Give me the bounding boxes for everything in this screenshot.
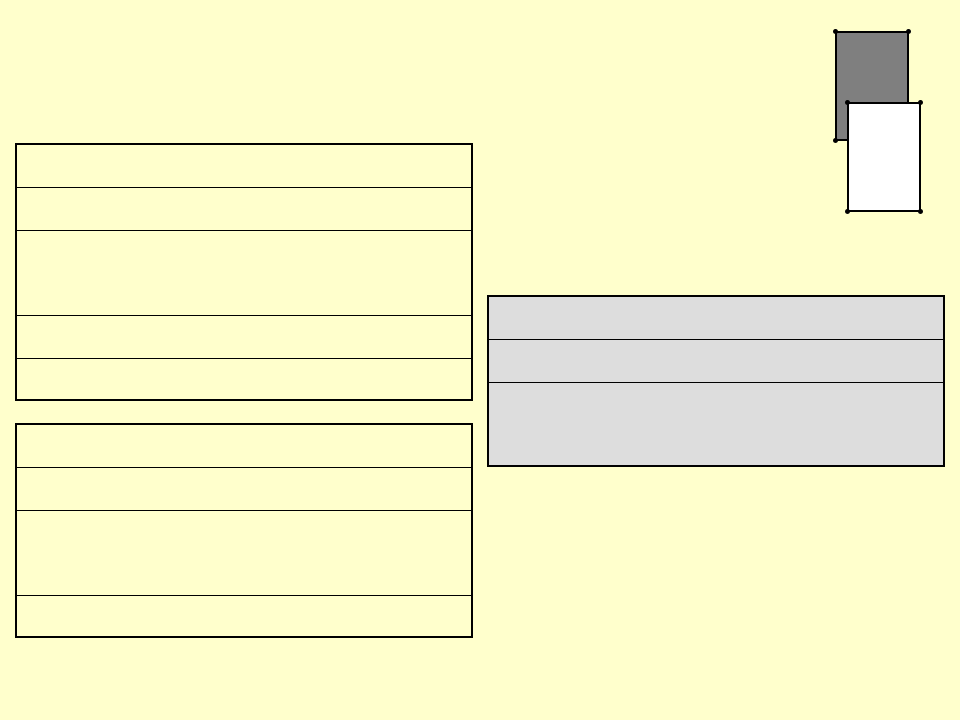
right-panel xyxy=(487,295,945,467)
front-card-handle-bl xyxy=(845,209,850,214)
front-card-handle-br xyxy=(918,209,923,214)
left-top-row-3 xyxy=(17,231,471,316)
left-top-row-1 xyxy=(17,145,471,188)
front-card-handle-tr xyxy=(918,100,923,105)
left-top-panel xyxy=(15,143,473,401)
right-row-1 xyxy=(489,297,943,340)
left-bottom-row-3 xyxy=(17,511,471,596)
left-bottom-panel xyxy=(15,423,473,638)
right-row-3 xyxy=(489,383,943,465)
left-top-row-4 xyxy=(17,316,471,359)
back-card-handle-tr xyxy=(906,29,911,34)
back-card-handle-tl xyxy=(833,29,838,34)
back-card-handle-bl xyxy=(833,138,838,143)
left-bottom-row-4 xyxy=(17,596,471,636)
front-card-handle-tl xyxy=(845,100,850,105)
right-row-2 xyxy=(489,340,943,383)
left-top-row-2 xyxy=(17,188,471,231)
left-bottom-row-2 xyxy=(17,468,471,511)
front-card-icon xyxy=(847,102,921,212)
left-top-row-5 xyxy=(17,359,471,399)
left-bottom-row-1 xyxy=(17,425,471,468)
